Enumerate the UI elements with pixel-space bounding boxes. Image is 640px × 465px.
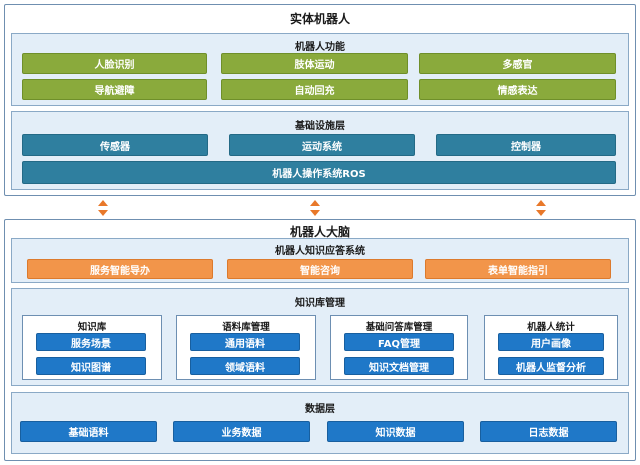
data-business-data: 业务数据 (173, 421, 310, 442)
double-arrow-icon-center (310, 200, 320, 216)
function-navigation: 导航避障 (22, 79, 207, 100)
kb-item-knowledge-doc: 知识文档管理 (344, 357, 454, 375)
infra-motion-system: 运动系统 (229, 134, 415, 156)
kb-group-title: 语料库管理 (222, 322, 270, 333)
infrastructure-title: 基础设施层 (295, 121, 345, 132)
data-knowledge-data: 知识数据 (327, 421, 464, 442)
kb-group-title: 知识库 (77, 322, 107, 333)
infra-ros: 机器人操作系统ROS (22, 161, 616, 184)
function-face-recognition: 人脸识别 (22, 53, 207, 74)
kb-group-title: 基础问答库管理 (365, 322, 433, 333)
infra-sensor: 传感器 (22, 134, 208, 156)
kb-item-general-corpus: 通用语料 (190, 333, 300, 351)
robot-brain-section: 机器人大脑 (4, 219, 636, 461)
kb-item-faq: FAQ管理 (344, 333, 454, 351)
data-basic-corpus: 基础语料 (20, 421, 157, 442)
data-log-data: 日志数据 (480, 421, 617, 442)
function-emotion: 情感表达 (419, 79, 616, 100)
entity-robot-section: 实体机器人 (4, 4, 636, 196)
kb-item-domain-corpus: 领域语料 (190, 357, 300, 375)
kb-item-knowledge-graph: 知识图谱 (36, 357, 146, 375)
entity-robot-title: 实体机器人 (289, 12, 350, 26)
kb-group-title: 机器人统计 (527, 322, 575, 333)
qa-service-guide: 服务智能导办 (27, 259, 213, 279)
qa-system-title: 机器人知识应答系统 (275, 246, 365, 257)
robot-functions-title: 机器人功能 (295, 42, 345, 53)
double-arrow-icon-left (98, 200, 108, 216)
robot-brain-title: 机器人大脑 (289, 225, 350, 239)
infra-controller: 控制器 (436, 134, 616, 156)
kb-management-title: 知识库管理 (295, 298, 345, 309)
qa-form-guide: 表单智能指引 (425, 259, 611, 279)
data-layer-title: 数据层 (305, 404, 335, 415)
function-multi-sense: 多感官 (419, 53, 616, 74)
kb-item-user-profile: 用户画像 (498, 333, 604, 351)
double-arrow-icon-right (536, 200, 546, 216)
kb-item-supervision-analysis: 机器人监督分析 (498, 357, 604, 375)
function-limb-motion: 肢体运动 (221, 53, 408, 74)
kb-item-service-scene: 服务场景 (36, 333, 146, 351)
function-auto-recharge: 自动回充 (221, 79, 408, 100)
qa-smart-consult: 智能咨询 (227, 259, 413, 279)
